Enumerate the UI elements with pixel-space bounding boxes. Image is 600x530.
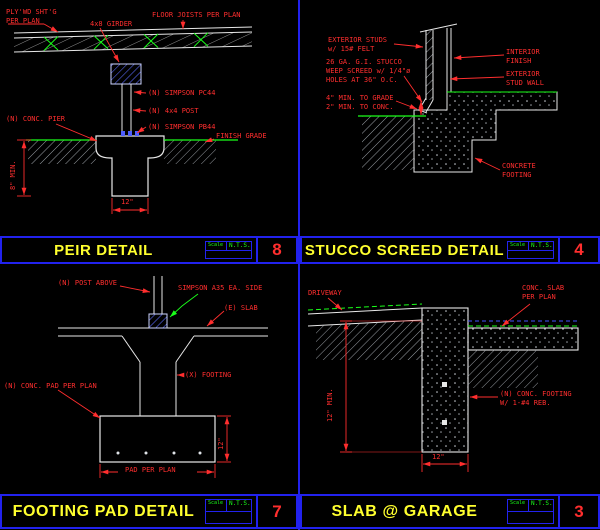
stucco-titlebar: STUCCO SCREED DETAIL Scale N.T.S. 4 bbox=[300, 238, 600, 262]
label-conc-footing: (N) CONC. FOOTING W/ 1-#4 REB. bbox=[500, 390, 572, 408]
pier-scale-box: Scale N.T.S. bbox=[205, 241, 252, 259]
soil-right bbox=[164, 140, 216, 164]
label-grade-clearance: 4" MIN. TO GRADE 2" MIN. TO CONC. bbox=[326, 94, 394, 112]
soil-right bbox=[468, 350, 538, 388]
footing-pad-drawing bbox=[57, 276, 268, 478]
leader-lines bbox=[393, 43, 505, 171]
girder-section bbox=[110, 63, 142, 85]
a35-connector bbox=[148, 313, 168, 329]
leader-lines bbox=[57, 285, 225, 419]
divider-line bbox=[0, 262, 600, 264]
footing-pad-number: 7 bbox=[256, 496, 296, 527]
concrete-footing-mass bbox=[413, 91, 558, 173]
divider-line bbox=[0, 527, 600, 529]
leader-lines bbox=[327, 297, 531, 400]
label-simpson-pc44: (N) SIMPSON PC44 bbox=[148, 89, 216, 97]
label-floor-joists: FLOOR JOISTS PER PLAN bbox=[152, 11, 241, 19]
scale-label: Scale bbox=[206, 242, 227, 250]
label-girder: 4x8 GIRDER bbox=[90, 20, 133, 28]
footing-pad-title: FOOTING PAD DETAIL bbox=[12, 502, 195, 520]
label-pad-depth-dim: 12" bbox=[217, 437, 225, 450]
post bbox=[121, 84, 132, 136]
stucco-layer bbox=[426, 30, 433, 100]
footing-pad-panel: (N) POST ABOVE SIMPSON A35 EA. SIDE (E) … bbox=[0, 264, 298, 494]
rebar-dots bbox=[116, 451, 202, 455]
scale-label: Scale bbox=[206, 500, 227, 511]
concrete-pad bbox=[99, 415, 216, 463]
label-footing-width-dim: 12" bbox=[432, 453, 445, 461]
label-exterior-stud-wall: EXTERIOR STUD WALL bbox=[506, 70, 544, 88]
stucco-detail-number: 4 bbox=[558, 238, 598, 262]
garage-scale-box: Scale N.T.S. bbox=[507, 499, 554, 524]
label-finish-grade: FINISH GRADE bbox=[216, 132, 267, 140]
pier-detail-panel: PLY'WD SHT'G PER PLAN 4x8 GIRDER FLOOR J… bbox=[0, 0, 298, 236]
scale-value: N.T.S. bbox=[530, 500, 553, 507]
scale-label: Scale bbox=[508, 242, 529, 250]
garage-slab-panel: DRIVEWAY CONC. SLAB PER PLAN (N) CONC. F… bbox=[300, 264, 600, 494]
stucco-drawing bbox=[358, 23, 558, 173]
anchor-marks bbox=[121, 131, 139, 136]
pier-detail-title: PEIR DETAIL bbox=[54, 241, 153, 259]
label-plywood-sheathing: PLY'WD SHT'G PER PLAN bbox=[6, 8, 57, 26]
pier-outline bbox=[95, 135, 165, 197]
stud-wall bbox=[419, 23, 458, 100]
footing-pad-titlebar: FOOTING PAD DETAIL Scale N.T.S. 7 bbox=[0, 496, 298, 527]
label-exterior-studs: EXTERIOR STUDS w/ 15# FELT bbox=[328, 36, 388, 54]
scale-label: Scale bbox=[508, 500, 529, 511]
scale-value: N.T.S. bbox=[228, 500, 251, 507]
leader-lines bbox=[8, 20, 215, 143]
footing-pad-scale-box: Scale N.T.S. bbox=[205, 499, 252, 524]
label-4x4-post: (N) 4x4 POST bbox=[148, 107, 199, 115]
divider-line bbox=[0, 494, 600, 496]
divider-line bbox=[298, 0, 300, 530]
label-existing-footing: (X) FOOTING bbox=[185, 371, 232, 379]
label-post-above: (N) POST ABOVE bbox=[58, 279, 118, 287]
label-simpson-a35: SIMPSON A35 EA. SIDE bbox=[178, 284, 263, 292]
label-driveway: DRIVEWAY bbox=[308, 289, 342, 297]
soil bbox=[362, 116, 414, 170]
label-pad-width-dim: PAD PER PLAN bbox=[125, 466, 176, 474]
garage-title: SLAB @ GARAGE bbox=[331, 502, 478, 520]
label-conc-slab: CONC. SLAB PER PLAN bbox=[522, 284, 565, 302]
stucco-detail-title: STUCCO SCREED DETAIL bbox=[304, 241, 505, 259]
soil-left bbox=[28, 140, 96, 164]
dimension-lines bbox=[99, 415, 231, 478]
scale-value: N.T.S. bbox=[228, 242, 251, 249]
label-conc-pier: (N) CONC. PIER bbox=[6, 115, 66, 123]
concrete-footing bbox=[421, 307, 469, 453]
soil-left bbox=[316, 320, 422, 360]
rebar-upper bbox=[442, 382, 447, 387]
pier-titlebar: PEIR DETAIL Scale N.T.S. 8 bbox=[0, 238, 298, 262]
garage-titlebar: SLAB @ GARAGE Scale N.T.S. 3 bbox=[300, 496, 600, 527]
divider-line bbox=[0, 236, 600, 238]
label-simpson-pb44: (N) SIMPSON PB44 bbox=[148, 123, 216, 131]
label-footing-depth-dim: 12" MIN. bbox=[326, 388, 334, 422]
rebar-lower bbox=[442, 420, 447, 425]
garage-slab-drawing bbox=[307, 297, 579, 472]
slab-and-footing-stem bbox=[58, 327, 268, 416]
scale-value: N.T.S. bbox=[530, 242, 553, 249]
label-existing-slab: (E) SLAB bbox=[224, 304, 258, 312]
pier-drawing bbox=[8, 20, 253, 214]
label-interior-finish: INTERIOR FINISH bbox=[506, 48, 540, 66]
dimension-lines bbox=[17, 139, 149, 214]
label-concrete-footing: CONCRETE FOOTING bbox=[502, 162, 536, 180]
label-weep-screed: 26 GA. G.I. STUCCO WEEP SCREED w/ 1/4"ø … bbox=[326, 58, 411, 85]
floor-assembly bbox=[13, 26, 253, 53]
a35-leader bbox=[169, 293, 199, 318]
stucco-scale-box: Scale N.T.S. bbox=[507, 241, 554, 259]
label-depth-dim: 8" MIN. bbox=[9, 160, 17, 190]
garage-number: 3 bbox=[558, 496, 598, 527]
stucco-screed-panel: EXTERIOR STUDS w/ 15# FELT 26 GA. G.I. S… bbox=[300, 0, 600, 236]
label-width-dim: 12" bbox=[121, 198, 134, 206]
label-conc-pad: (N) CONC. PAD PER PLAN bbox=[4, 382, 97, 390]
post-above bbox=[153, 276, 163, 314]
pier-detail-number: 8 bbox=[256, 238, 296, 262]
blocking-x-marks bbox=[43, 32, 209, 51]
dimension-lines bbox=[340, 320, 469, 472]
garage-slab bbox=[467, 327, 579, 351]
